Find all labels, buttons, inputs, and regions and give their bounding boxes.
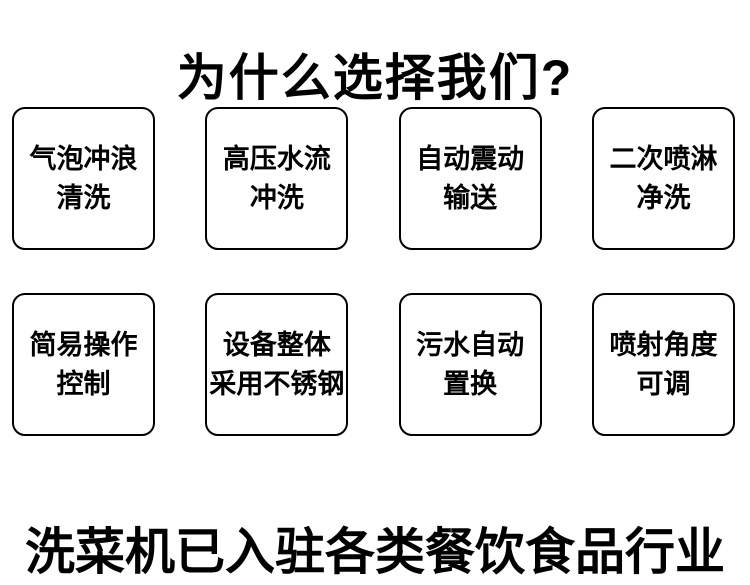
- feature-card-auto-vibration-convey: 自动震动 输送: [398, 107, 542, 250]
- feature-card-label-line2: 置换: [443, 368, 498, 399]
- feature-card-easy-operation-control: 简易操作 控制: [12, 293, 155, 436]
- feature-card-adjustable-spray-angle: 喷射角度 可调: [591, 293, 735, 436]
- feature-card-high-pressure-rinse: 高压水流 冲洗: [205, 107, 349, 250]
- feature-grid-row-1: 气泡冲浪 清洗 高压水流 冲洗 自动震动 输送 二次喷淋 净洗: [12, 107, 735, 250]
- feature-card-label-line2: 输送: [443, 182, 498, 213]
- feature-card-label-line1: 二次喷淋: [609, 143, 718, 174]
- feature-card-label-line1: 气泡冲浪: [29, 143, 138, 174]
- footer-title: 洗菜机已入驻各类餐饮食品行业: [25, 523, 725, 580]
- feature-card-label-line1: 设备整体: [222, 329, 331, 360]
- feature-card-label-line1: 简易操作: [29, 329, 138, 360]
- feature-card-label-line1: 喷射角度: [609, 329, 718, 360]
- feature-card-label-line2: 可调: [636, 368, 691, 399]
- feature-card-label-line2: 冲洗: [249, 182, 304, 213]
- feature-card-label-line1: 高压水流: [222, 143, 331, 174]
- feature-card-label-line1: 污水自动: [416, 329, 525, 360]
- feature-card-label-line2: 控制: [56, 368, 111, 399]
- feature-card-label-line2: 净洗: [636, 182, 691, 213]
- feature-card-auto-wastewater-replace: 污水自动 置换: [398, 293, 542, 436]
- feature-grid-row-2: 简易操作 控制 设备整体 采用不锈钢 污水自动 置换 喷射角度 可调: [12, 293, 735, 436]
- page-title: 为什么选择我们?: [176, 49, 574, 106]
- feature-card-label-line1: 自动震动: [416, 143, 525, 174]
- feature-card-label-line2: 采用不锈钢: [209, 368, 345, 399]
- feature-card-secondary-spray-clean: 二次喷淋 净洗: [591, 107, 735, 250]
- feature-card-bubble-surf-wash: 气泡冲浪 清洗: [12, 107, 155, 250]
- feature-card-stainless-steel-body: 设备整体 采用不锈钢: [205, 293, 349, 436]
- feature-card-label-line2: 清洗: [56, 182, 111, 213]
